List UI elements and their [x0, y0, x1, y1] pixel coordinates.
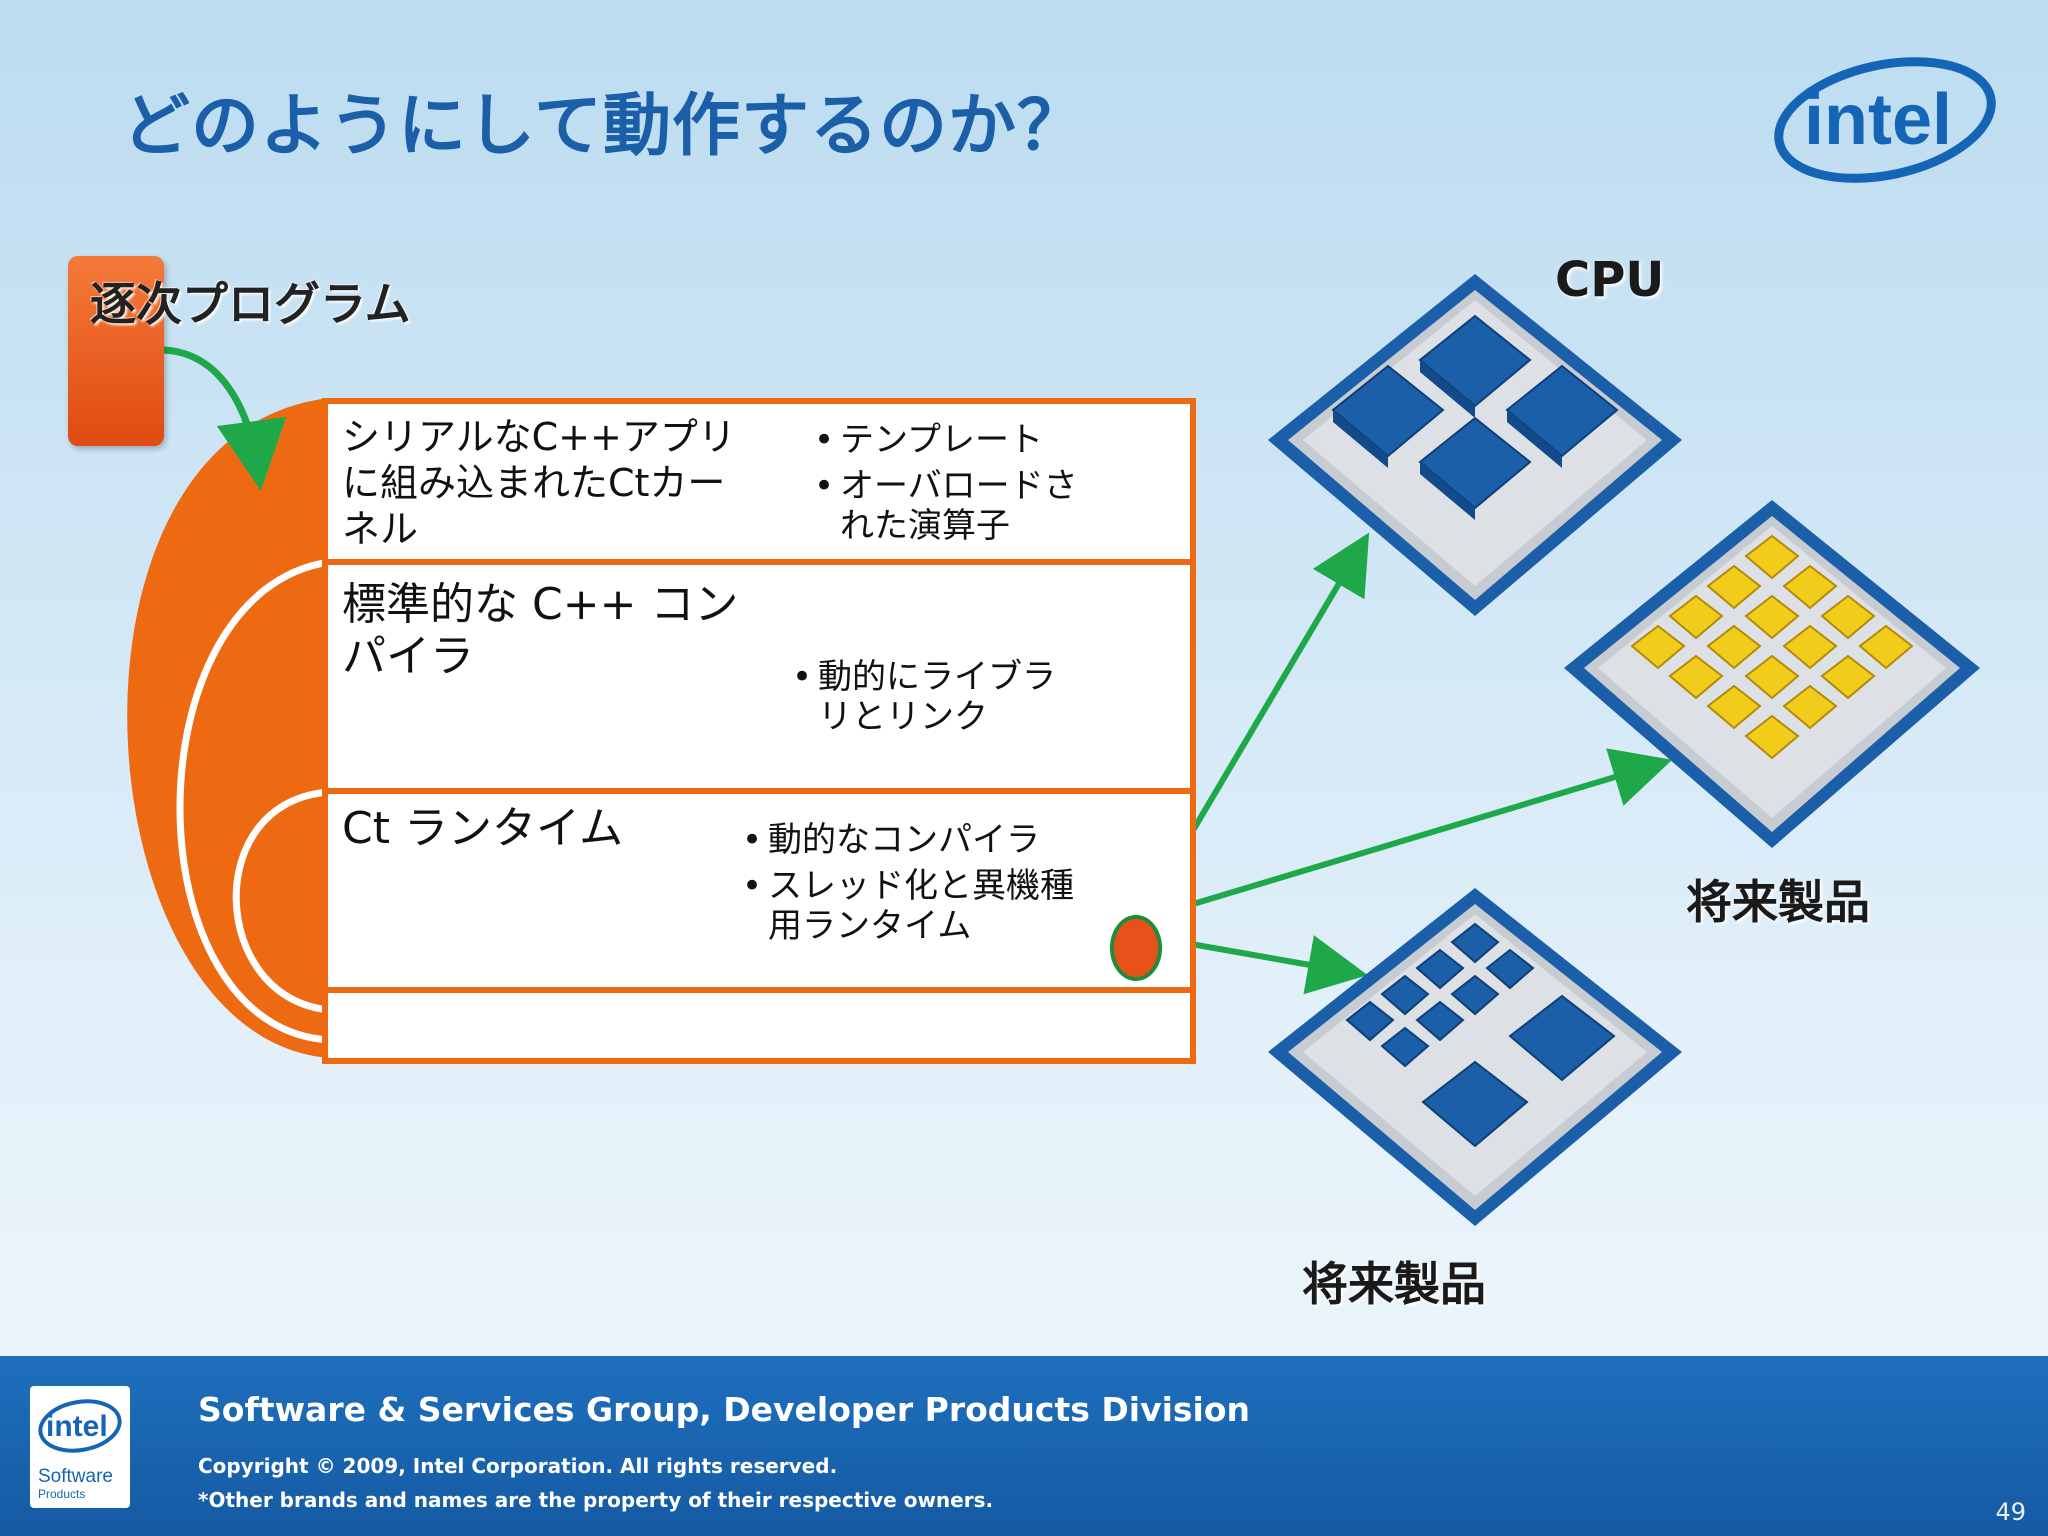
cpu-label: CPU — [1555, 252, 1665, 308]
footer-group-name: Software & Services Group, Developer Pro… — [198, 1390, 1251, 1429]
arc-white-2 — [232, 788, 331, 1014]
cpu-chip-icon — [1268, 274, 1682, 616]
stack-row-title: 標準的な C++ コンパイラ — [342, 579, 739, 682]
stack-row-empty — [328, 993, 1190, 1058]
bullet-item: テンプレート — [814, 420, 1104, 460]
svg-text:Software: Software — [38, 1466, 113, 1487]
stack-row-bullets: 動的なコンパイラ スレッド化と異機種用ランタイム — [742, 820, 1102, 952]
stack-row-ct-kernel: シリアルなC++アプリに組み込まれたCtカーネル テンプレート オーバロードされ… — [328, 404, 1190, 565]
intel-software-logo: intel Software Products — [30, 1386, 130, 1508]
bullet-item: 動的なコンパイラ — [742, 820, 1102, 860]
bullet-item: 動的にライブラリとリンク — [792, 657, 1082, 737]
stack-row-title: シリアルなC++アプリに組み込まれたCtカーネル — [342, 415, 736, 551]
stack-row-bullets: 動的にライブラリとリンク — [792, 657, 1082, 743]
bullet-item: オーバロードされた演算子 — [814, 466, 1104, 546]
svg-text:intel: intel — [1804, 80, 1952, 160]
stack-row-compiler: 標準的な C++ コンパイラ 動的にライブラリとリンク — [328, 565, 1190, 794]
future-product-label: 将来製品 — [1302, 1257, 1486, 1311]
sequential-program-label: 逐次プログラム — [90, 277, 411, 331]
arc-white-1 — [176, 558, 331, 1044]
arrow-to-future-1 — [1139, 748, 1673, 923]
intel-logo: intel — [1774, 57, 1996, 183]
future-chip-yellow-icon — [1564, 500, 1980, 848]
page-number: 49 — [1995, 1498, 2026, 1526]
footer-copyright: Copyright © 2009, Intel Corporation. All… — [198, 1454, 838, 1478]
svg-text:intel: intel — [46, 1410, 108, 1443]
stack-row-title: Ct ランタイム — [342, 803, 624, 854]
stack-row-bullets: テンプレート オーバロードされた演算子 — [814, 420, 1104, 552]
origin-dot — [1110, 915, 1162, 981]
future-chip-blue-icon — [1268, 888, 1682, 1226]
seq-arrow — [159, 346, 287, 491]
bullet-item: スレッド化と異機種用ランタイム — [742, 866, 1102, 946]
software-stack: シリアルなC++アプリに組み込まれたCtカーネル テンプレート オーバロードされ… — [322, 398, 1196, 1064]
sequential-program-box — [68, 256, 164, 446]
stack-row-runtime: Ct ランタイム 動的なコンパイラ スレッド化と異機種用ランタイム — [328, 794, 1190, 993]
crescent-outer — [127, 398, 330, 1058]
footer-bar: intel Software Products Software & Servi… — [0, 1356, 2048, 1536]
future-product-label: 将来製品 — [1686, 875, 1870, 929]
slide-title: どのようにして動作するのか？ — [122, 87, 1086, 166]
svg-text:Products: Products — [38, 1487, 85, 1501]
footer-trademark-note: *Other brands and names are the property… — [198, 1488, 994, 1512]
